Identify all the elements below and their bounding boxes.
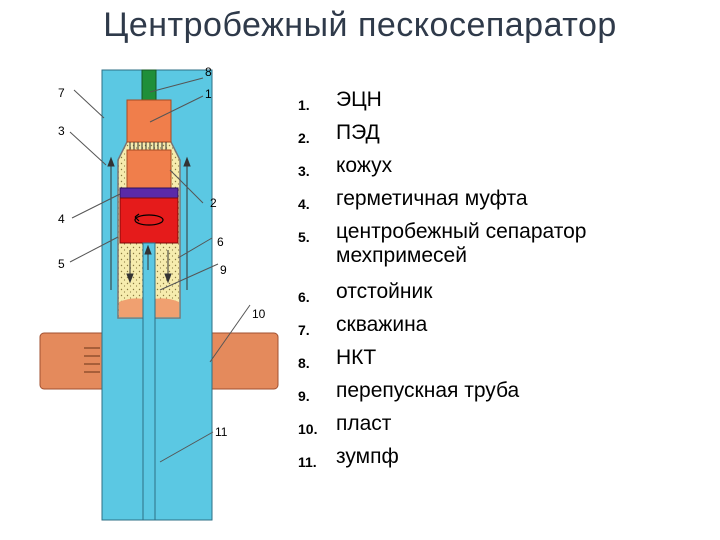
callout-label: 4 bbox=[58, 212, 65, 226]
legend-number: 8. bbox=[298, 355, 310, 371]
callout-label: 5 bbox=[58, 257, 65, 271]
legend-text: перепускная труба bbox=[336, 379, 520, 402]
legend-number: 2. bbox=[298, 130, 310, 146]
legend-item: 9. перепускная труба bbox=[298, 379, 656, 412]
legend-number: 1. bbox=[298, 97, 310, 113]
legend-number: 10. bbox=[298, 421, 318, 437]
legend-number: 5. bbox=[298, 229, 310, 245]
callout-leaders bbox=[69, 77, 251, 463]
sealed-coupling bbox=[119, 187, 179, 199]
legend-text: центробежный сепаратор мехпримесей bbox=[336, 220, 587, 267]
legend-text: НКТ bbox=[336, 346, 377, 369]
callout-label: 3 bbox=[58, 124, 65, 138]
tubing-pipe bbox=[141, 69, 157, 101]
legend-text: зумпф bbox=[336, 445, 399, 468]
legend-number: 4. bbox=[298, 196, 310, 212]
sand-separator-diagram: 8 7 1 3 2 4 6 5 9 10 11 bbox=[39, 65, 279, 521]
page-title: Центробежный пескосепаратор bbox=[103, 6, 617, 44]
legend-text: скважина bbox=[336, 313, 428, 336]
flow-arrows bbox=[107, 156, 191, 290]
swirl-arrow-icon bbox=[134, 213, 164, 226]
callout-label: 2 bbox=[210, 196, 217, 210]
callout-label: 8 bbox=[205, 65, 212, 79]
centrifugal-separator bbox=[119, 197, 179, 244]
legend-number: 7. bbox=[298, 322, 310, 338]
legend-item: 8. НКТ bbox=[298, 346, 656, 379]
legend-number: 3. bbox=[298, 163, 310, 179]
bypass-pipe bbox=[142, 242, 156, 521]
legend-text: ПЭД bbox=[336, 121, 380, 144]
callout-label: 9 bbox=[220, 263, 227, 277]
motor-body bbox=[126, 149, 172, 189]
callout-label: 11 bbox=[215, 425, 228, 439]
legend-text: отстойник bbox=[336, 280, 433, 303]
legend-number: 9. bbox=[298, 388, 310, 404]
legend-item: 5. центробежный сепаратор мехпримесей bbox=[298, 220, 656, 280]
callout-label: 6 bbox=[217, 235, 224, 249]
legend-item: 1. ЭЦН bbox=[298, 88, 656, 121]
legend-item: 4. герметичная муфта bbox=[298, 187, 656, 220]
legend-item: 2. ПЭД bbox=[298, 121, 656, 154]
legend-item: 3. кожух bbox=[298, 154, 656, 187]
pump-body bbox=[126, 99, 172, 143]
legend-item: 10. пласт bbox=[298, 412, 656, 445]
legend-text: пласт bbox=[336, 412, 392, 435]
legend-text: кожух bbox=[336, 154, 393, 177]
legend-number: 6. bbox=[298, 289, 310, 305]
legend-list: 1.ЭЦН 2.ПЭД 3.кожух 4.герметичная муфта … bbox=[298, 88, 656, 478]
callout-label: 7 bbox=[58, 86, 65, 100]
legend-text: герметичная муфта bbox=[336, 187, 528, 210]
legend-item: 11. зумпф bbox=[298, 445, 656, 478]
callout-label: 1 bbox=[205, 87, 212, 101]
callout-label: 10 bbox=[252, 307, 266, 321]
legend-item: 6. отстойник bbox=[298, 280, 656, 313]
legend-number: 11. bbox=[298, 454, 317, 470]
pump-intake-grille bbox=[129, 142, 167, 150]
legend-item: 7. скважина bbox=[298, 313, 656, 346]
legend-text: ЭЦН bbox=[336, 88, 382, 111]
